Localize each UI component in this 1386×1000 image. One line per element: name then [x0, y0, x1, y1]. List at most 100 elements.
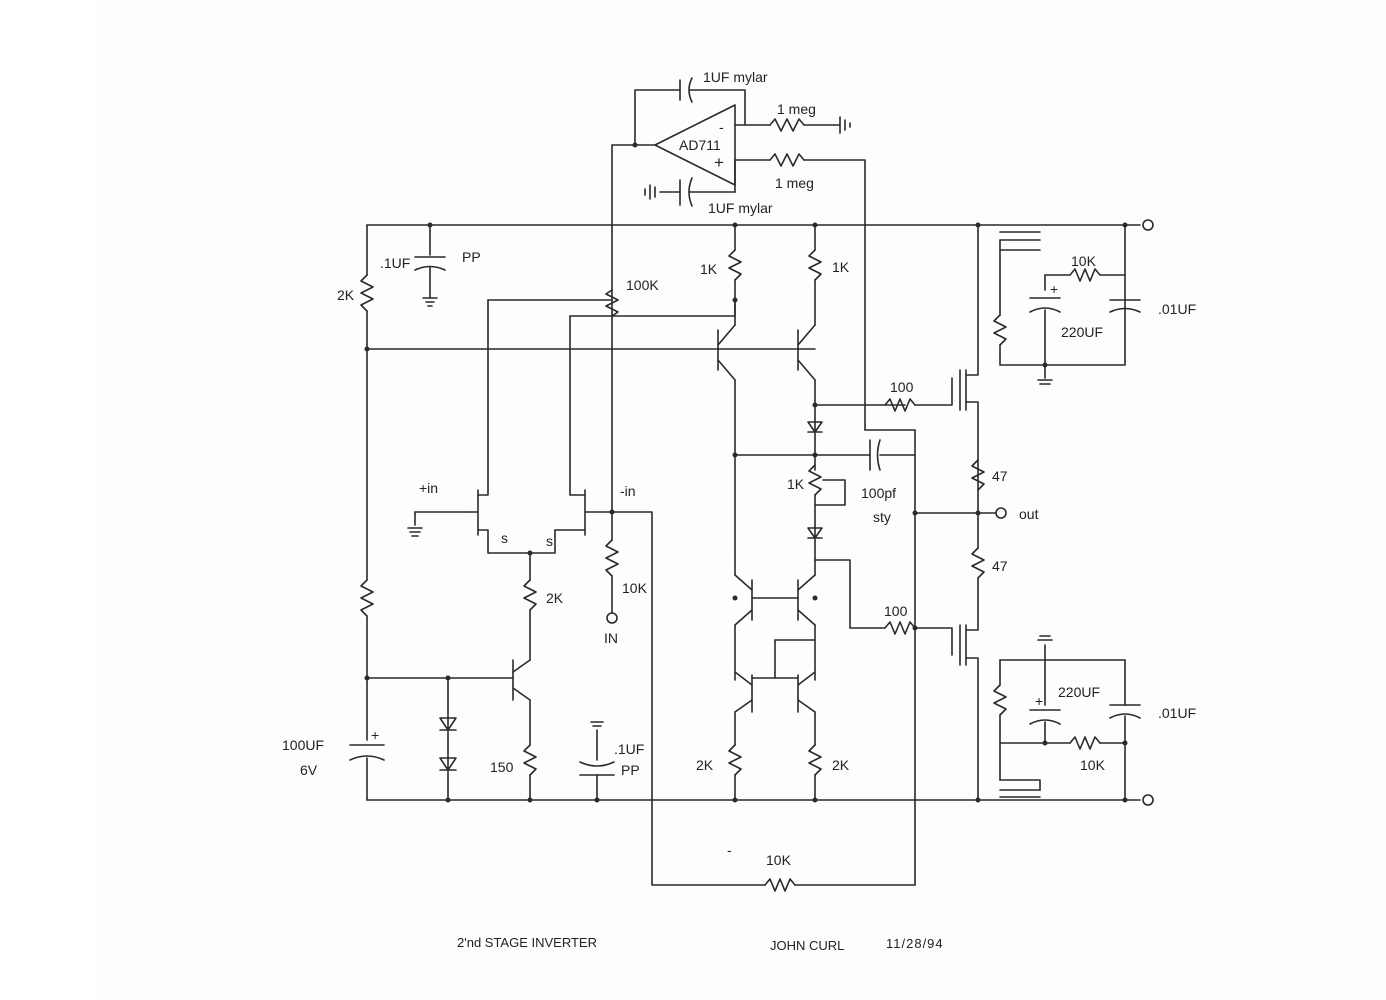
power-rails: [366, 219, 1154, 806]
label-in-minus: -in: [620, 483, 636, 499]
res-10k-fb: [764, 878, 796, 892]
label-r-10k-bot: 10K: [1080, 757, 1106, 773]
footer-title: 2'nd STAGE INVERTER: [457, 935, 597, 950]
wire-gate-bottom: [814, 559, 886, 629]
dot-22: [812, 797, 818, 803]
res-1k-b: [808, 249, 822, 281]
label-in: IN: [604, 630, 618, 646]
label-c-pp-top: .1UF: [380, 255, 410, 271]
dot-8: [732, 297, 738, 303]
dot-13: [975, 510, 981, 516]
bjt-b-emitter: [797, 324, 816, 346]
diode-2: [439, 757, 457, 771]
res-reg-bot: [993, 684, 1007, 716]
label-c-100uf-v: 6V: [300, 762, 318, 778]
dot-11: [812, 452, 818, 458]
output-stage: [764, 224, 1007, 892]
label-c-100pf: 100pf: [861, 485, 896, 501]
wire-reg-top: [999, 239, 1041, 251]
label-c-fb-bottom: 1UF mylar: [708, 200, 773, 216]
label-c-01-top: .01UF: [1158, 301, 1196, 317]
dot-10: [812, 402, 818, 408]
bjt-d-col: [797, 574, 816, 591]
label-c-220-top-plus: +: [1050, 281, 1058, 297]
res-10k-top: [1069, 268, 1101, 282]
wire-reg-top-bottom: [999, 274, 1126, 366]
label-in-plus: +in: [419, 480, 438, 496]
dot-24: [1122, 797, 1128, 803]
label-r-2k-b1: 2K: [696, 757, 714, 773]
label-c-220-top: 220UF: [1061, 324, 1103, 340]
led-bottom: [807, 527, 823, 539]
pot-1k-wiper: [814, 479, 846, 506]
wire-minus-in-fb: [611, 511, 766, 886]
fet-top-drain: [965, 224, 979, 376]
dot-17: [445, 675, 451, 681]
dot-6: [1122, 222, 1128, 228]
res-47-top: [971, 459, 985, 491]
res-bias-lower: [360, 579, 374, 617]
res-2k-left: [360, 274, 374, 312]
pot-100k: [605, 289, 619, 317]
dot-20: [594, 797, 600, 803]
footer-author: JOHN CURL: [770, 938, 844, 953]
label-c-100uf: 100UF: [282, 737, 324, 753]
bjt-a-collector: [717, 359, 736, 381]
label-c-fb-top: 1UF mylar: [703, 69, 768, 85]
title-block: 2'nd STAGE INVERTER JOHN CURL 11/28/94: [457, 935, 943, 953]
label-r-100-bot: 100: [884, 603, 908, 619]
label-pot-100k: 100K: [626, 277, 659, 293]
cap-100uf-plate2: [349, 755, 385, 761]
wire-reg-bot: [999, 779, 1041, 791]
dot-14: [912, 510, 918, 516]
label-c-01-bot: .01UF: [1158, 705, 1196, 721]
fet-bot-source: [965, 619, 979, 631]
driver-stage: [717, 224, 916, 801]
cap-fb-top-plate2: [688, 77, 693, 103]
wire-10k-top-b: [1099, 224, 1126, 276]
dot-15: [912, 625, 918, 631]
label-r-2k-left: 2K: [337, 287, 355, 303]
label-r-meg-bottom: 1 meg: [775, 175, 814, 191]
fet-top-source: [965, 401, 979, 461]
fet-bot-drain: [965, 657, 979, 801]
wire-servo-fb-left: [634, 89, 681, 146]
bjt-e-emit: [734, 699, 753, 713]
res-1k-a: [728, 249, 742, 281]
cap-fb-bottom-plate2: [688, 177, 693, 207]
diode-1: [439, 717, 457, 731]
res-1meg-top: [769, 118, 805, 132]
label-r-1k-a: 1K: [700, 261, 718, 277]
res-1meg-bottom: [769, 153, 805, 167]
label-opamp: AD711: [679, 137, 721, 153]
wire-gate-top-fet: [914, 377, 953, 406]
label-c-100pf-type: sty: [873, 509, 891, 525]
label-c-220-bot: 220UF: [1058, 684, 1100, 700]
dot-9: [609, 509, 615, 515]
bjt-f-col: [797, 671, 816, 686]
opamp-ad711: [654, 104, 736, 186]
dot-25: [1042, 362, 1048, 368]
wire-servo-fb-right: [689, 89, 746, 126]
label-r-100-top: 100: [890, 379, 914, 395]
bjt-cs-collector: [512, 659, 531, 673]
res-2k-tail: [523, 579, 537, 611]
label-c-pp-bot: .1UF: [614, 741, 644, 757]
label-opamp-minus: -: [719, 119, 724, 135]
bias-network: [349, 224, 816, 801]
label-r-150: 150: [490, 759, 514, 775]
res-2k-b1: [728, 744, 742, 776]
dot-1: [632, 142, 638, 148]
jfet-left-drain: [477, 489, 489, 496]
dot-16: [364, 675, 370, 681]
led-top: [807, 421, 823, 433]
junction-dots: [364, 142, 1128, 803]
res-2k-b2: [808, 744, 822, 776]
label-c-pp-top-type: PP: [462, 249, 481, 265]
label-out: out: [1019, 506, 1039, 522]
input-stage: [366, 289, 766, 886]
label-src-s2: s: [546, 533, 553, 549]
top-regulator: [993, 224, 1141, 385]
cap-220-top-plate2: [1029, 307, 1061, 313]
